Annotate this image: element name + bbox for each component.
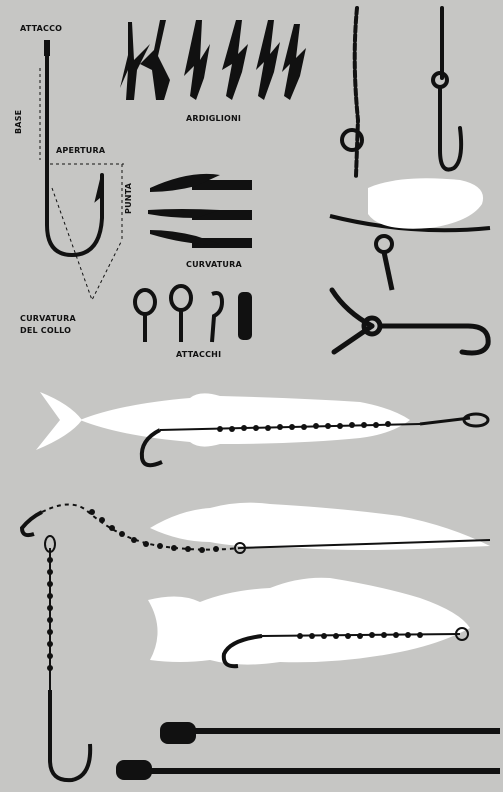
barbs-group: [120, 20, 306, 100]
fish-3: [148, 578, 470, 667]
label-apertura: APERTURA: [56, 146, 105, 155]
label-ardiglioni: ARDIGLIONI: [186, 114, 241, 123]
label-base: BASE: [14, 110, 23, 134]
knot-hook: [332, 290, 488, 353]
knot-hand: [330, 178, 490, 290]
fish-2: [22, 503, 490, 553]
chain-hook: [45, 536, 90, 780]
curvature-shanks: [148, 174, 252, 248]
label-attacco: ATTACCO: [20, 24, 62, 33]
label-punta: PUNTA: [124, 183, 133, 214]
snelled-hooks: [342, 8, 461, 176]
anatomy-dashes: [40, 68, 124, 300]
label-curvatura-collo-2: DEL COLLO: [20, 326, 71, 335]
label-curvatura: CURVATURA: [186, 260, 242, 269]
fish-1: [36, 392, 488, 465]
label-curvatura-collo-1: CURVATURA: [20, 314, 76, 323]
label-attacchi: ATTACCHI: [176, 350, 221, 359]
rods: [116, 722, 500, 780]
eyes-group: [135, 286, 250, 342]
